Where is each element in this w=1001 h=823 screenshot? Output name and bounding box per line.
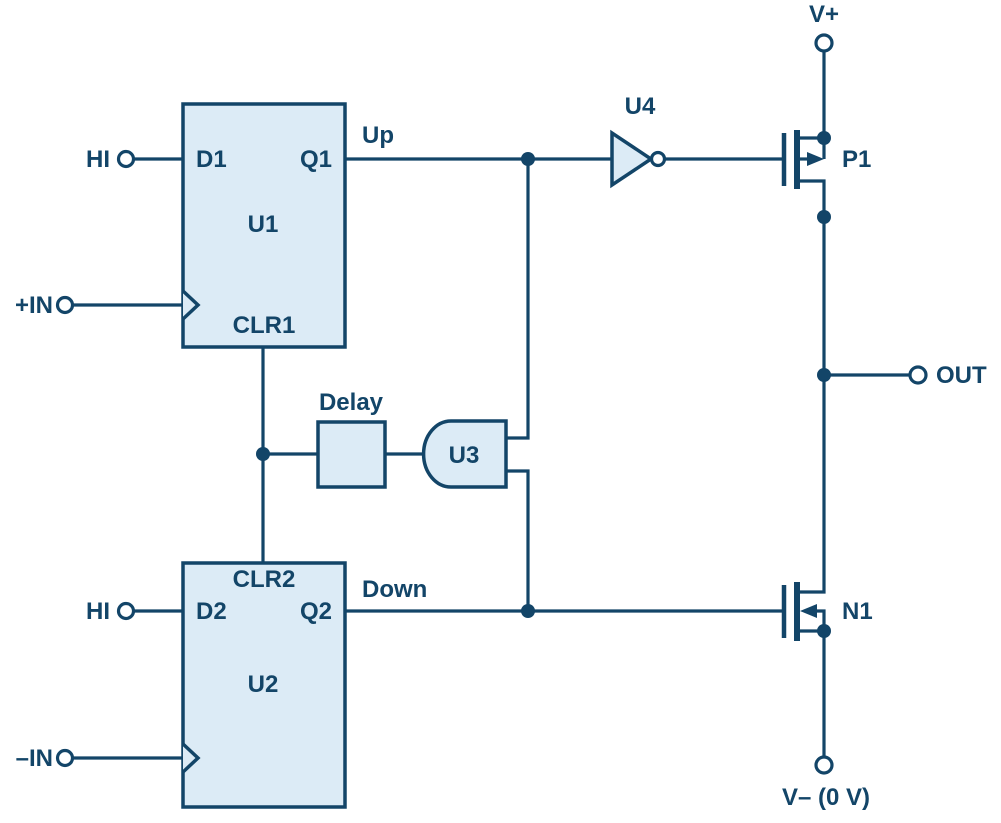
u2-q-pin-label: Q2 <box>300 598 332 625</box>
u1-clock-triangle-icon <box>181 289 201 321</box>
inminus-terminal-circle <box>55 748 75 768</box>
down-net-label: Down <box>362 576 427 603</box>
wire-up-to-u3-input <box>506 159 530 440</box>
p1-ref-label: P1 <box>842 146 871 173</box>
junction-dot-up <box>521 152 535 166</box>
delay-label: Delay <box>319 389 384 416</box>
hi1-terminal-circle <box>116 149 136 169</box>
u2-flipflop-body <box>181 561 347 809</box>
junction-dot-down <box>521 604 535 618</box>
junction-dot-p1-drain <box>817 210 831 224</box>
wire-output-column <box>800 179 826 594</box>
u2-clr-pin-label: CLR2 <box>233 566 296 593</box>
junction-dot-out <box>817 368 831 382</box>
u3-ref-label: U3 <box>449 442 480 469</box>
delay-block-body <box>316 420 387 489</box>
u1-clr-pin-label: CLR1 <box>233 312 296 339</box>
hi2-label: HI <box>86 598 110 625</box>
inplus-terminal-circle <box>55 295 75 315</box>
hi1-label: HI <box>86 146 110 173</box>
n1-ref-label: N1 <box>842 598 873 625</box>
u2-d-pin-label: D2 <box>196 598 227 625</box>
u1-flipflop-body <box>181 102 347 349</box>
vplus-label: V+ <box>809 1 839 28</box>
p1-body-arrow-icon <box>807 152 824 166</box>
vminus-label: V– (0 V) <box>782 784 870 811</box>
up-net-label: Up <box>362 122 394 149</box>
u1-q-pin-label: Q1 <box>300 146 332 173</box>
inminus-label: –IN <box>16 745 53 772</box>
n1-body-arrow-icon <box>800 604 817 618</box>
inplus-label: +IN <box>15 292 53 319</box>
out-label: OUT <box>936 362 987 389</box>
u2-clock-triangle-icon <box>181 742 201 774</box>
vminus-terminal-circle <box>814 755 834 775</box>
u1-d-pin-label: D1 <box>196 146 227 173</box>
u1-ref-label: U1 <box>248 211 279 238</box>
wire-down-to-u3-input <box>506 469 530 611</box>
junction-dot-clr <box>256 447 270 461</box>
wire-n1-source-to-vminus <box>800 629 826 757</box>
u4-ref-label: U4 <box>625 93 656 120</box>
out-terminal-circle <box>908 365 928 385</box>
u4-inverter-body <box>610 129 655 189</box>
u2-ref-label: U2 <box>248 671 279 698</box>
u4-inverter-bubble-icon <box>649 150 667 168</box>
vplus-terminal-circle <box>814 33 834 53</box>
u3-and-gate-body <box>421 419 508 489</box>
junction-dot-p1-source <box>817 131 831 145</box>
junction-dot-n1-source <box>817 624 831 638</box>
hi2-terminal-circle <box>116 601 136 621</box>
